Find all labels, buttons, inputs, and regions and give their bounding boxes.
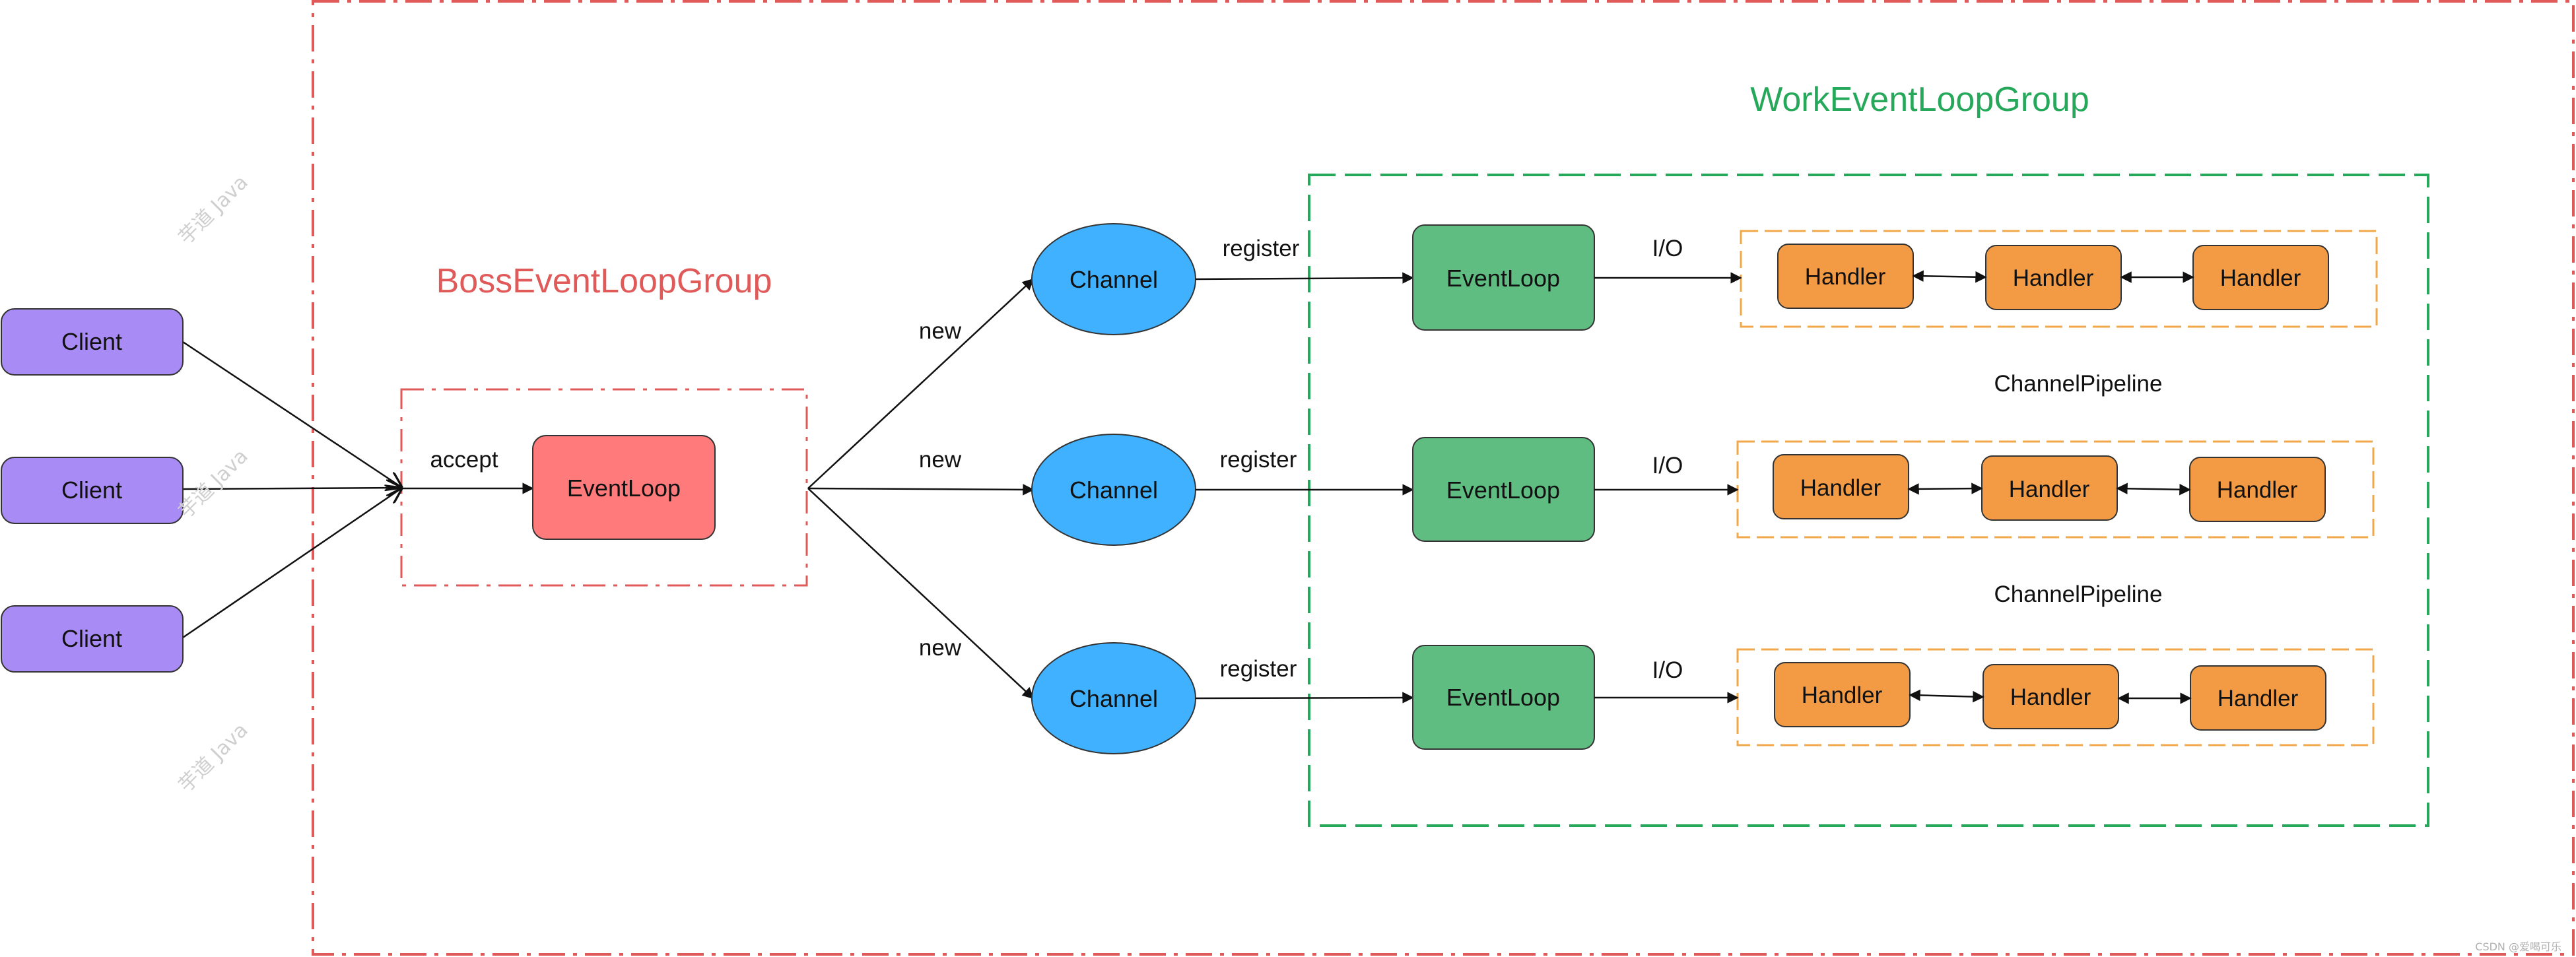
pipeline-label-2: ChannelPipeline xyxy=(1994,581,2163,607)
client-label: Client xyxy=(61,477,122,504)
watermark-2: 芋道 Java xyxy=(174,445,253,523)
client-connection-1 xyxy=(182,341,401,487)
new-arrow-3 xyxy=(807,488,1034,700)
handler-label: Handler xyxy=(2013,265,2094,291)
handler-label: Handler xyxy=(1802,682,1883,708)
client-node-1: Client xyxy=(1,308,184,376)
client-connection-2 xyxy=(182,488,401,489)
work-group-frame xyxy=(1308,174,2429,827)
worker-eventloop-label: EventLoop xyxy=(1446,477,1560,504)
handler-label: Handler xyxy=(2217,477,2298,503)
handler-node-1-2: Handler xyxy=(1985,245,2122,310)
handler-label: Handler xyxy=(2009,477,2090,502)
client-connection-3 xyxy=(182,488,401,639)
worker-eventloop-node-3: EventLoop xyxy=(1412,645,1595,750)
io-label-3: I/O xyxy=(1652,657,1683,683)
handler-label: Handler xyxy=(2220,265,2301,291)
channel-node-3: Channel xyxy=(1031,642,1196,754)
new-arrow-1 xyxy=(807,278,1034,489)
client-node-3: Client xyxy=(1,605,184,673)
handler-node-3-3: Handler xyxy=(2190,665,2326,731)
work-group-title: WorkEventLoopGroup xyxy=(1750,81,2089,119)
new-arrow-2 xyxy=(807,484,1034,496)
handler-link-2-a xyxy=(1907,482,1983,495)
io-label-1: I/O xyxy=(1652,236,1683,261)
client-label: Client xyxy=(61,625,122,652)
credit-text: CSDN @爱喝可乐 xyxy=(2475,940,2561,953)
client-label: Client xyxy=(61,328,122,355)
handler-node-3-1: Handler xyxy=(1774,662,1911,727)
boss-eventloop-label: EventLoop xyxy=(567,475,681,502)
handler-node-2-3: Handler xyxy=(2189,457,2326,522)
handler-label: Handler xyxy=(1805,264,1886,290)
channel-label: Channel xyxy=(1069,477,1158,504)
pipeline-label-1: ChannelPipeline xyxy=(1994,371,2163,397)
channel-node-2: Channel xyxy=(1031,434,1196,546)
client-node-2: Client xyxy=(1,457,184,524)
handler-node-3-2: Handler xyxy=(1983,664,2119,729)
register-arrow-1 xyxy=(1195,272,1414,284)
new-label-3: new xyxy=(919,635,962,661)
register-label-2: register xyxy=(1220,447,1297,473)
register-label-3: register xyxy=(1220,656,1297,682)
handler-node-1-3: Handler xyxy=(2192,245,2329,310)
handler-label: Handler xyxy=(1800,475,1881,501)
watermark-1: 芋道 Java xyxy=(174,171,253,249)
handler-node-1-1: Handler xyxy=(1777,244,1914,309)
channel-label: Channel xyxy=(1069,266,1158,293)
handler-link-1-a xyxy=(1912,270,1987,283)
watermark-3: 芋道 Java xyxy=(174,719,253,797)
channel-node-1: Channel xyxy=(1031,223,1196,335)
new-label-2: new xyxy=(919,447,962,473)
handler-node-2-1: Handler xyxy=(1773,454,1909,519)
boss-group-title: BossEventLoopGroup xyxy=(436,262,772,300)
outer-boss-frame xyxy=(312,0,2575,956)
worker-eventloop-label: EventLoop xyxy=(1446,265,1560,292)
handler-link-3-a xyxy=(1909,689,1984,703)
channel-label: Channel xyxy=(1069,685,1158,712)
worker-eventloop-node-1: EventLoop xyxy=(1412,224,1595,331)
boss-eventloop-node: EventLoop xyxy=(532,435,716,540)
handler-label: Handler xyxy=(2218,686,2299,711)
worker-eventloop-label: EventLoop xyxy=(1446,684,1560,711)
register-label-1: register xyxy=(1223,236,1300,261)
io-label-2: I/O xyxy=(1652,453,1683,478)
accept-label: accept xyxy=(430,447,498,473)
worker-eventloop-node-2: EventLoop xyxy=(1412,437,1595,542)
handler-label: Handler xyxy=(2010,684,2091,710)
new-label-1: new xyxy=(919,318,962,344)
handler-link-2-b xyxy=(2116,482,2191,496)
handler-node-2-2: Handler xyxy=(1981,455,2118,521)
